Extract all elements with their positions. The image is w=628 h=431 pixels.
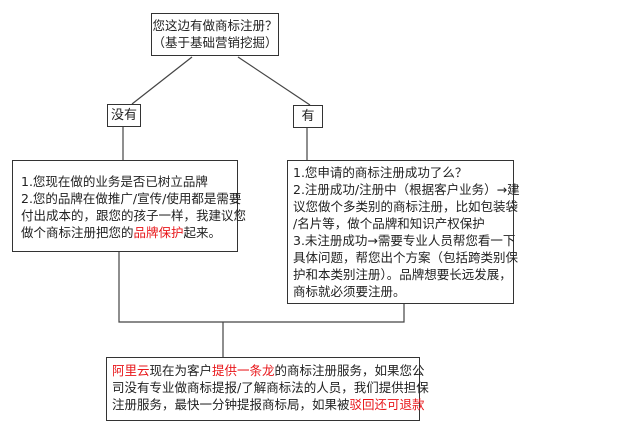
question-line-1: 您这边有做商标注册？ — [152, 18, 278, 33]
yes-advice-line: 具体问题，帮您出个方案（包括跨类别保 — [293, 250, 519, 265]
text: 的商标注册服务，如果您公 — [274, 363, 425, 378]
no-advice-line: 2.您的品牌在做推广/宣传/使用都是需要 — [21, 191, 242, 206]
brand-name: 阿里云 — [112, 363, 150, 378]
connector-question-to-yes — [237, 56, 311, 106]
branch-no-label: 没有 — [110, 108, 137, 123]
question-line-2: （基于基础营销挖掘） — [152, 35, 278, 50]
yes-advice-line: 1.您申请的商标注册成功了么？ — [293, 165, 468, 180]
summary-line: 阿里云现在为客户提供一条龙的商标注册服务，如果您公 — [112, 362, 425, 379]
branch-no-box: 没有 — [107, 104, 141, 127]
text: 起来。 — [183, 225, 222, 240]
service-summary-box: 阿里云现在为客户提供一条龙的商标注册服务，如果您公 司没有专业做商标提报/了解商… — [106, 357, 429, 421]
yes-advice-line: 议您做个多类别的商标注册，比如包装袋 — [293, 199, 519, 214]
yes-advice-box: 1.您申请的商标注册成功了么？ 2.注册成功/注册中（根据客户业务）→建 议您做… — [287, 160, 520, 304]
summary-line: 注册服务，最快一分钟提报商标局，如果被驳回还可退款 — [112, 396, 425, 413]
highlight-text: 品牌保护 — [133, 225, 184, 240]
text: 注册服务，最快一分钟提报商标局，如果被 — [112, 397, 350, 412]
yes-advice-line: /名片等，做个品牌和知识产权保护 — [293, 216, 485, 231]
no-advice-line: 1.您现在做的业务是否已树立品牌 — [21, 174, 208, 189]
connector-merge — [118, 252, 405, 323]
summary-line: 司没有专业做商标提报/了解商标法的人员，我们提供担保 — [112, 380, 429, 395]
branch-yes-box: 有 — [293, 105, 323, 128]
no-advice-line: 付出成本的，跟您的孩子一样，我建议您 — [21, 208, 247, 223]
text: 做个商标注册把您的 — [21, 225, 134, 240]
connector-question-to-no — [131, 56, 193, 105]
yes-advice-line: 3.未注册成功→需要专业人员帮您看一下 — [293, 233, 516, 248]
yes-advice-line: 2.注册成功/注册中（根据客户业务）→建 — [293, 182, 520, 197]
highlight-text: 提供一条龙 — [212, 363, 275, 378]
branch-yes-label: 有 — [301, 109, 315, 124]
highlight-text: 驳回还可退款 — [349, 397, 425, 412]
no-advice-line: 做个商标注册把您的品牌保护起来。 — [21, 224, 231, 241]
question-box: 您这边有做商标注册？ （基于基础营销挖掘） — [151, 13, 279, 56]
text: 现在为客户 — [149, 363, 213, 378]
yes-advice-line: 商标就必须要注册。 — [293, 284, 406, 299]
yes-advice-line: 护和本类别注册）。品牌想要长远发展， — [293, 267, 512, 282]
no-advice-box: 1.您现在做的业务是否已树立品牌 2.您的品牌在做推广/宣传/使用都是需要 付出… — [12, 160, 247, 252]
